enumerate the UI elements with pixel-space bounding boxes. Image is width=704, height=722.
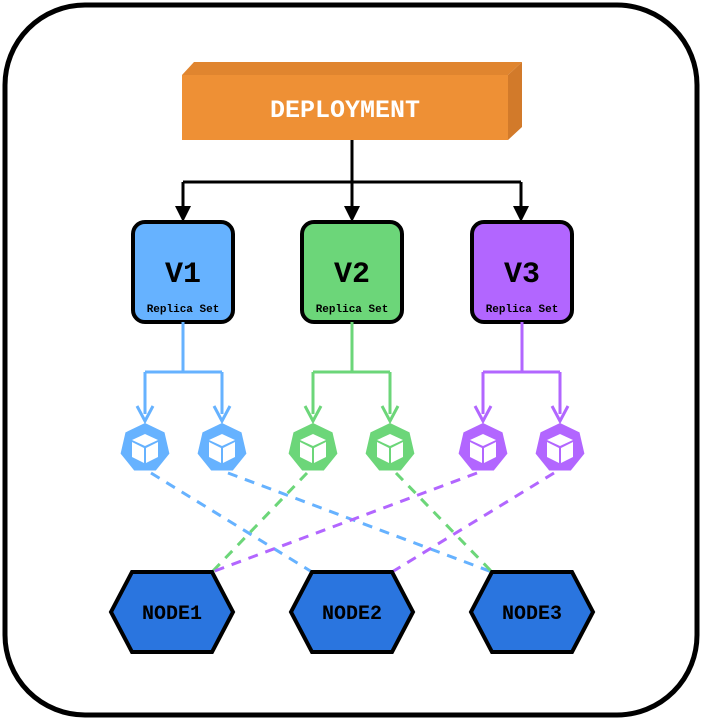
deployment-label: DEPLOYMENT: [270, 96, 420, 125]
branch-line: [481, 322, 562, 414]
replica-set-branch-v1: [135, 322, 232, 425]
pod-cube-icon: [209, 434, 235, 463]
arrowhead-v1: [175, 206, 191, 222]
nodes: NODE1 NODE2 NODE3: [108, 570, 596, 654]
node-node2[interactable]: NODE2: [288, 570, 416, 654]
deployment-block-top-face: [182, 62, 522, 75]
pod-cube-icon: [470, 434, 496, 463]
branch-line: [311, 322, 392, 414]
pod-node-assignments: [150, 471, 555, 574]
assignment-line-pod-5: [211, 471, 478, 574]
pod-6[interactable]: [535, 423, 585, 471]
replica-set-version-label: V1: [165, 258, 201, 292]
branch-arrowhead: [380, 405, 400, 425]
branch-arrowhead: [212, 405, 232, 425]
node-hexagon[interactable]: [108, 570, 236, 654]
pod-heptagon[interactable]: [197, 423, 247, 471]
branch-line: [143, 322, 224, 414]
branch-arrowhead: [550, 405, 570, 425]
pod-cube-icon: [132, 434, 158, 463]
pod-heptagon[interactable]: [288, 423, 338, 471]
pod-heptagon[interactable]: [365, 423, 415, 471]
node-hexagon[interactable]: [288, 570, 416, 654]
replica-set-sublabel: Replica Set: [316, 304, 389, 316]
pod-cube-icon: [547, 434, 573, 463]
node-label: NODE1: [142, 603, 202, 626]
pod-heptagon[interactable]: [458, 423, 508, 471]
assignment-line-pod-3: [210, 471, 309, 574]
node-node3[interactable]: NODE3: [468, 570, 596, 654]
pod-heptagon[interactable]: [535, 423, 585, 471]
deployment-block-side-face: [508, 62, 522, 140]
node-label: NODE2: [322, 603, 382, 626]
assignment-line-pod-1: [150, 471, 313, 574]
pod-1[interactable]: [120, 423, 170, 471]
deployment-block: DEPLOYMENT: [182, 62, 522, 140]
replica-set-branch-v2: [303, 322, 400, 425]
branch-arrowhead: [303, 405, 323, 425]
replica-set-sublabel: Replica Set: [147, 304, 220, 316]
arrowhead-v3: [513, 206, 529, 222]
pods: [120, 423, 585, 471]
node-node1[interactable]: NODE1: [108, 570, 236, 654]
node-label: NODE3: [502, 603, 562, 626]
replica-set-version-label: V3: [504, 258, 540, 292]
deployment-arrowheads: [175, 206, 529, 222]
assignment-line-pod-2: [227, 471, 493, 574]
pod-2[interactable]: [197, 423, 247, 471]
assignment-line-pod-4: [394, 471, 494, 574]
assignment-line-pod-6: [391, 471, 555, 574]
deployment-block-front-face: [182, 75, 508, 140]
branch-arrowhead: [473, 405, 493, 425]
replica-set-branch-v3: [473, 322, 570, 425]
replica-set-sublabel: Replica Set: [486, 304, 559, 316]
node-hexagon[interactable]: [468, 570, 596, 654]
replica-set-version-label: V2: [334, 258, 370, 292]
pod-5[interactable]: [458, 423, 508, 471]
arrowhead-v2: [344, 206, 360, 222]
pod-3[interactable]: [288, 423, 338, 471]
pod-cube-icon: [377, 434, 403, 463]
pod-heptagon[interactable]: [120, 423, 170, 471]
pod-cube-icon: [300, 434, 326, 463]
branch-arrowhead: [135, 405, 155, 425]
pod-4[interactable]: [365, 423, 415, 471]
